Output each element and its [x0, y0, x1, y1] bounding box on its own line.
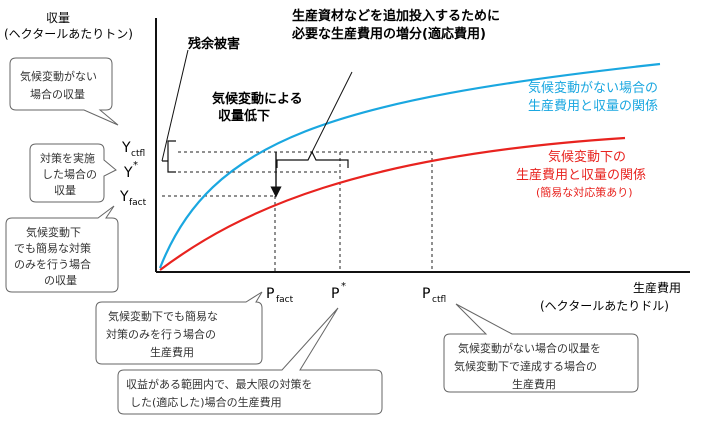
svg-text:生産費用: 生産費用 — [512, 377, 556, 391]
svg-text:収量: 収量 — [54, 184, 76, 197]
svg-text:対策を実施: 対策を実施 — [40, 151, 95, 165]
adaptation-cost-label-line1: 生産資材などを追加投入するために — [292, 8, 500, 24]
svg-text:でも簡易な対策: でも簡易な対策 — [14, 241, 91, 255]
svg-text:のみを行う場合: のみを行う場合 — [14, 257, 91, 271]
residual-damage-pointer — [161, 49, 189, 162]
svg-text:対策のみを行う場合の: 対策のみを行う場合の — [106, 327, 216, 341]
callout-star-yield: 対策を実施 した場合の 収量 — [29, 143, 117, 203]
svg-text:fact: fact — [129, 198, 147, 208]
svg-text:fact: fact — [276, 295, 294, 305]
curve-label-no-cc-line2: 生産費用と収量の関係 — [528, 98, 658, 114]
svg-text:気候変動がない: 気候変動がない — [20, 69, 97, 83]
svg-text:*: * — [341, 281, 346, 292]
x-tick-star: P * — [331, 281, 346, 302]
svg-text:Y: Y — [123, 165, 133, 181]
svg-text:生産費用: 生産費用 — [150, 345, 194, 359]
svg-text:ctfl: ctfl — [432, 295, 446, 305]
adaptation-cost-label-line2: 必要な生産費用の増分(適応費用) — [291, 26, 486, 42]
y-tick-ctfl: Y ctfl — [121, 140, 145, 159]
svg-text:した場合の: した場合の — [42, 167, 97, 181]
svg-text:ctfl: ctfl — [131, 149, 145, 159]
curve-label-cc-line1: 気候変動下の — [548, 149, 626, 165]
svg-text:した(適応した)場合の生産費用: した(適応した)場合の生産費用 — [130, 395, 282, 409]
svg-text:気候変動がない場合の収量を: 気候変動がない場合の収量を — [458, 341, 601, 355]
guide-lines — [162, 151, 433, 272]
callout-fact-cost: 気候変動下でも簡易な 対策のみを行う場合の 生産費用 — [95, 291, 263, 365]
svg-text:気候変動下で達成する場合の: 気候変動下で達成する場合の — [454, 359, 597, 373]
svg-text:P: P — [422, 286, 430, 302]
x-tick-ctfl: P ctfl — [422, 286, 446, 305]
y-tick-fact: Y fact — [119, 189, 147, 208]
curve-with-climate-change — [159, 136, 626, 271]
callout-ctfl-yield: 気候変動がない 場合の収量 — [9, 57, 119, 126]
x-axis-unit: (ヘクタールあたりドル) — [540, 299, 669, 313]
residual-damage-bracket — [162, 140, 176, 173]
y-axis-label: 収量 — [46, 11, 70, 25]
y-axis-unit: (ヘクタールあたりトン) — [4, 27, 133, 41]
svg-text:気候変動下でも簡易な: 気候変動下でも簡易な — [108, 309, 218, 323]
adaptation-cost-bracket — [276, 150, 349, 168]
callout-star-cost: 収益がある範囲内で、最大限の対策を した(適応した)場合の生産費用 — [117, 307, 383, 415]
svg-text:気候変動下: 気候変動下 — [26, 225, 81, 239]
curve-no-climate-change — [158, 62, 661, 269]
svg-text:Y: Y — [121, 140, 131, 156]
svg-text:P: P — [266, 286, 274, 302]
y-tick-star: Y * — [123, 160, 138, 181]
svg-text:場合の収量: 場合の収量 — [30, 87, 85, 101]
svg-text:収益がある範囲内で、最大限の対策を: 収益がある範囲内で、最大限の対策を — [126, 377, 313, 391]
svg-text:P: P — [331, 286, 339, 302]
yield-drop-label-line1: 気候変動による — [212, 91, 303, 107]
curve-label-no-cc-line1: 気候変動がない場合の — [528, 80, 658, 96]
curve-label-cc-line2: 生産費用と収量の関係 — [516, 167, 646, 183]
svg-text:*: * — [133, 160, 138, 171]
svg-text:Y: Y — [119, 189, 129, 205]
callout-fact-yield: 気候変動下 でも簡易な対策 のみを行う場合 の収量 — [5, 205, 119, 293]
callout-ctfl-cost: 気候変動がない場合の収量を 気候変動下で達成する場合の 生産費用 — [443, 303, 639, 393]
yield-drop-label-line2: 収量低下 — [218, 108, 270, 124]
x-axis-label: 生産費用 — [633, 280, 681, 295]
curve-label-cc-line3: (簡易な対応策あり) — [536, 185, 633, 199]
svg-text:の収量: の収量 — [44, 274, 77, 287]
adaptation-cost-pointer — [311, 71, 353, 153]
x-tick-fact: P fact — [266, 286, 294, 305]
residual-damage-label: 残余被害 — [188, 36, 240, 52]
